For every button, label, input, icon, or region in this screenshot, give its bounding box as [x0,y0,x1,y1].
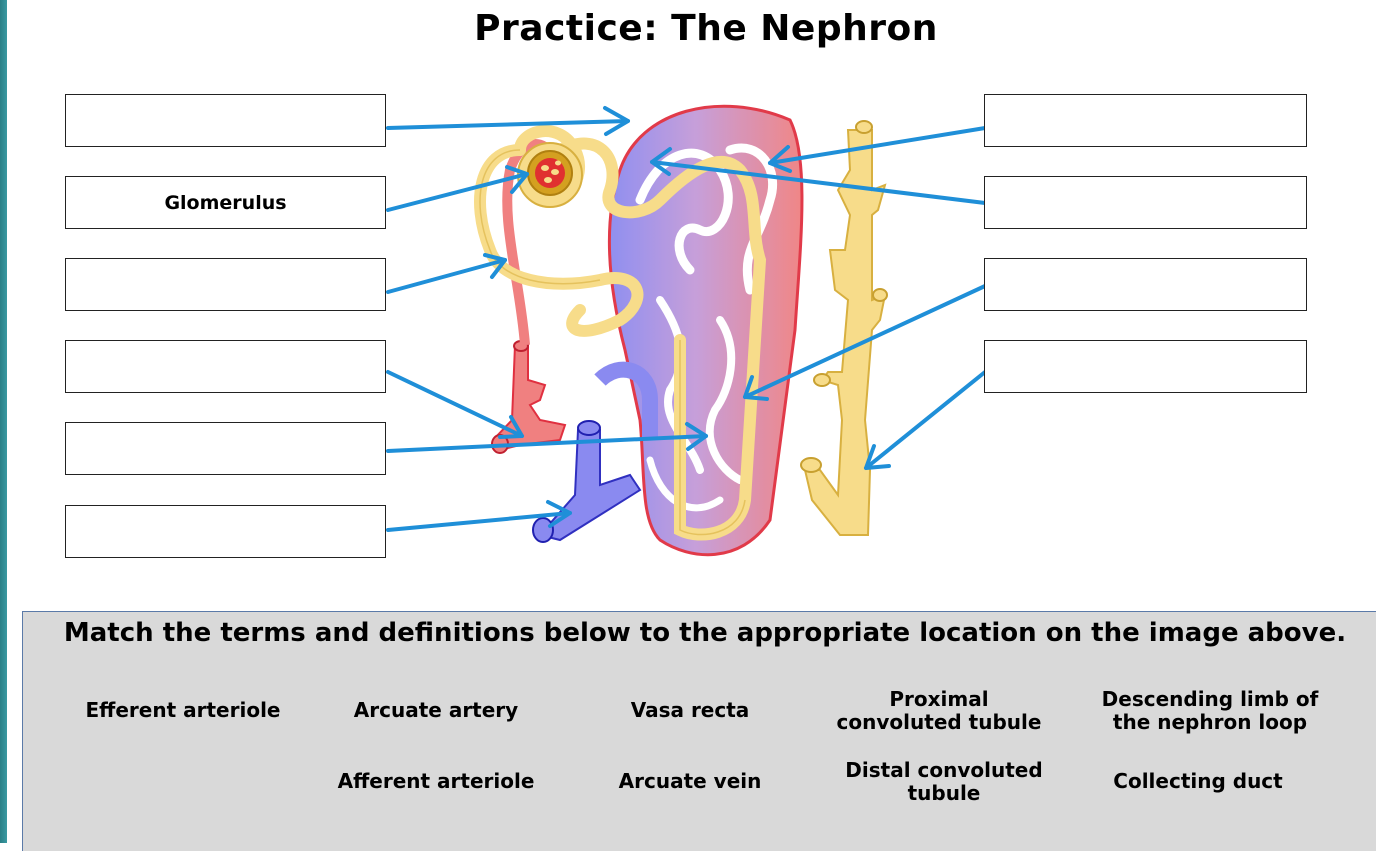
term-distal-line-1: Distal convoluted [845,758,1043,782]
label-box-left-6[interactable] [65,505,386,558]
term-descending-line-2: the nephron loop [1112,710,1308,734]
term-descending-limb[interactable]: Descending limb of the nephron loop [1102,688,1319,734]
arrow-left-1 [386,119,630,130]
term-descending-line-1: Descending limb of [1101,687,1319,711]
term-arcuate-artery[interactable]: Arcuate artery [353,698,519,722]
arrow-right-2 [650,160,987,205]
arrowhead-right-3 [743,375,769,401]
label-box-left-5[interactable] [65,422,386,475]
arrow-right-3 [743,284,987,399]
term-vasa-recta[interactable]: Vasa recta [630,698,750,722]
term-collecting-duct[interactable]: Collecting duct [1113,769,1283,793]
term-arcuate-vein[interactable]: Arcuate vein [618,769,762,793]
term-efferent-arteriole[interactable]: Efferent arteriole [85,698,281,722]
collecting-duct-shape [800,120,888,536]
arrow-left-4 [386,370,524,438]
arrowhead-left-5 [685,422,708,451]
label-box-left-3[interactable] [65,258,386,311]
arrowhead-left-3 [483,253,507,279]
arrowhead-left-2 [505,165,529,194]
window-left-edge [0,0,7,843]
label-box-left-2[interactable]: Glomerulus [65,176,386,229]
arrowhead-left-1 [603,106,630,136]
arrowhead-left-6 [546,500,572,528]
instruction-text: Match the terms and definitions below to… [63,618,1347,648]
term-proximal-line-2: convoluted tubule [836,710,1042,734]
pointer-arrows [386,119,987,532]
glomerulus-shape [517,142,583,208]
label-box-right-1[interactable] [984,94,1307,147]
nephron-diagram [386,104,987,557]
term-distal-line-2: tubule [907,781,981,805]
arrowhead-left-4 [498,415,524,439]
arrow-right-4 [864,370,987,470]
term-afferent-arteriole[interactable]: Afferent arteriole [337,769,535,793]
arrowhead-right-4 [864,444,891,470]
arrowhead-right-1 [768,145,792,173]
arrowhead-right-2 [650,147,672,176]
term-proximal-convoluted-tubule[interactable]: Proximal convoluted tubule [837,688,1042,734]
term-distal-convoluted-tubule[interactable]: Distal convoluted tubule [845,759,1042,805]
label-box-right-4[interactable] [984,340,1307,393]
page-title: Practice: The Nephron [474,8,938,49]
label-box-right-2[interactable] [984,176,1307,229]
arrow-left-2 [386,172,529,212]
arrow-left-3 [386,258,507,294]
arrow-left-6 [386,511,572,532]
term-bank-panel [22,611,1376,851]
label-box-left-1[interactable] [65,94,386,147]
term-proximal-line-1: Proximal [889,687,989,711]
label-box-left-4[interactable] [65,340,386,393]
label-box-right-3[interactable] [984,258,1307,311]
arrow-right-1 [768,126,987,165]
arrow-left-5 [386,434,708,453]
